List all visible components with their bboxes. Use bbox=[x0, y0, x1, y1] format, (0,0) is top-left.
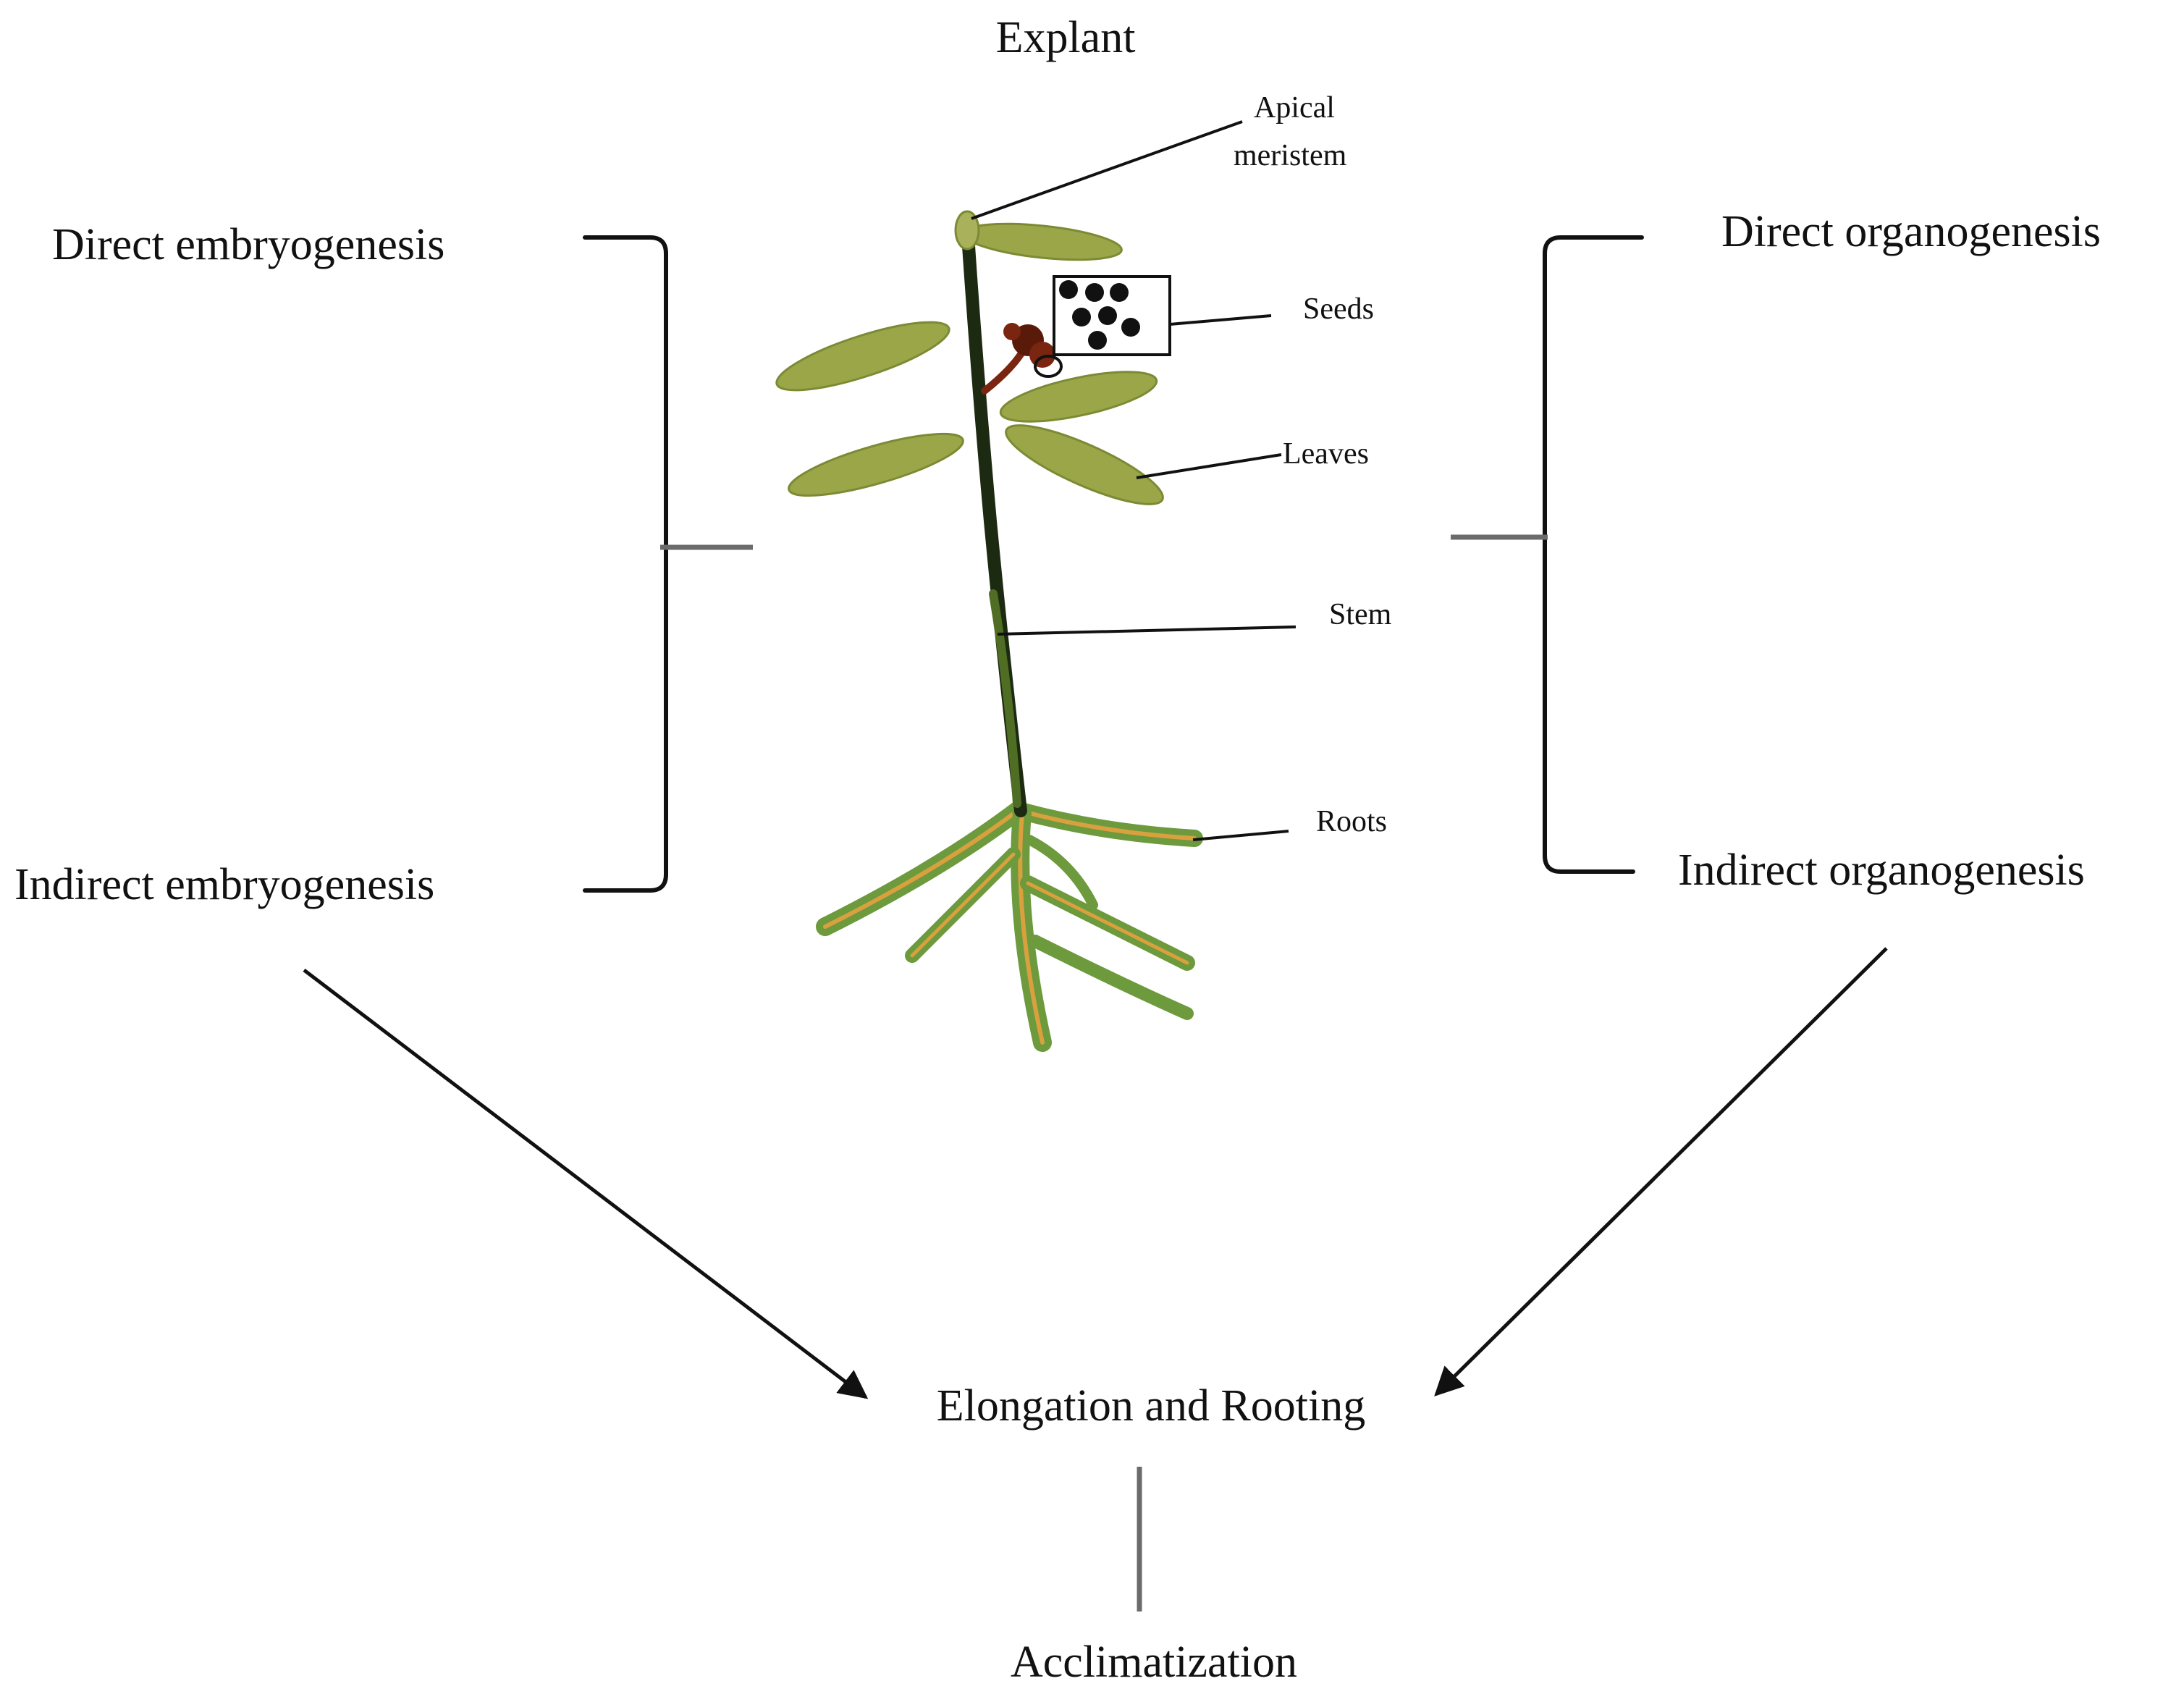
label-meristem: meristem bbox=[1234, 139, 1347, 172]
label-indirect-embryogenesis: Indirect embryogenesis bbox=[14, 860, 434, 909]
leader-apical-meristem bbox=[971, 120, 1243, 220]
label-leaves: Leaves bbox=[1283, 437, 1369, 471]
left-bracket bbox=[583, 235, 668, 893]
label-indirect-organogenesis: Indirect organogenesis bbox=[1678, 846, 2085, 895]
leader-stem bbox=[997, 625, 1297, 636]
leader-seeds bbox=[1169, 314, 1272, 326]
roots-drawing bbox=[816, 800, 1203, 1052]
leader-leaves bbox=[1136, 453, 1282, 479]
title-explant: Explant bbox=[996, 13, 1136, 62]
label-roots: Roots bbox=[1316, 805, 1387, 838]
flower-drawing bbox=[981, 323, 1063, 395]
label-seeds: Seeds bbox=[1303, 292, 1374, 326]
label-direct-organogenesis: Direct organogenesis bbox=[1721, 207, 2101, 256]
plant-illustration bbox=[775, 210, 1203, 1052]
leader-roots bbox=[1192, 830, 1289, 841]
leaves-drawing bbox=[775, 222, 1164, 505]
label-apical: Apical bbox=[1254, 91, 1335, 125]
arrow-right-to-elongation bbox=[1434, 947, 1888, 1396]
right-bracket bbox=[1543, 235, 1644, 874]
label-acclimatization: Acclimatization bbox=[1011, 1638, 1297, 1687]
arrow-left-to-elongation bbox=[303, 969, 869, 1399]
label-direct-embryogenesis: Direct embryogenesis bbox=[52, 220, 444, 269]
apical-bud-drawing bbox=[954, 210, 980, 250]
label-elongation-rooting: Elongation and Rooting bbox=[937, 1381, 1365, 1431]
seeds-dots bbox=[1059, 280, 1140, 350]
label-stem: Stem bbox=[1329, 598, 1392, 631]
